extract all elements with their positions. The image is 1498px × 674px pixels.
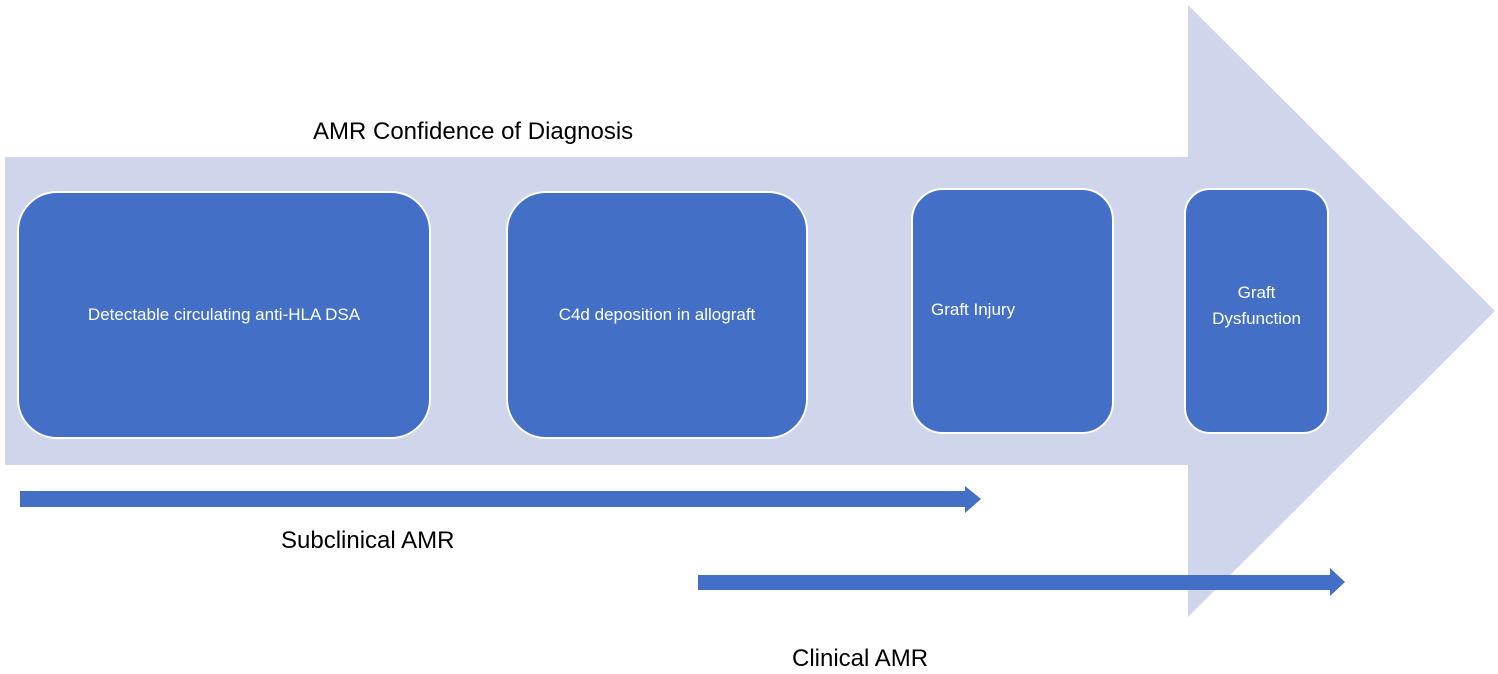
stage-box-graft-dysfunction: Graft Dysfunction	[1184, 188, 1329, 434]
stage-label: Graft Injury	[931, 300, 1016, 319]
stage-box-c4d: C4d deposition in allograft	[506, 191, 808, 439]
stage-label: C4d deposition in allograft	[558, 305, 756, 324]
subclinical-range-arrow	[20, 486, 981, 513]
stage-box-dsa: Detectable circulating anti-HLA DSA	[17, 191, 431, 439]
stage-label: Graft Dysfunction	[1212, 283, 1301, 328]
stage-box-graft-injury: Graft Injury	[911, 188, 1114, 434]
clinical-range-arrow	[698, 568, 1345, 596]
subclinical-label: Subclinical AMR	[281, 527, 455, 554]
diagram-title: AMR Confidence of Diagnosis	[313, 118, 634, 145]
clinical-label: Clinical AMR	[792, 645, 929, 672]
stage-label: Detectable circulating anti-HLA DSA	[87, 305, 361, 324]
